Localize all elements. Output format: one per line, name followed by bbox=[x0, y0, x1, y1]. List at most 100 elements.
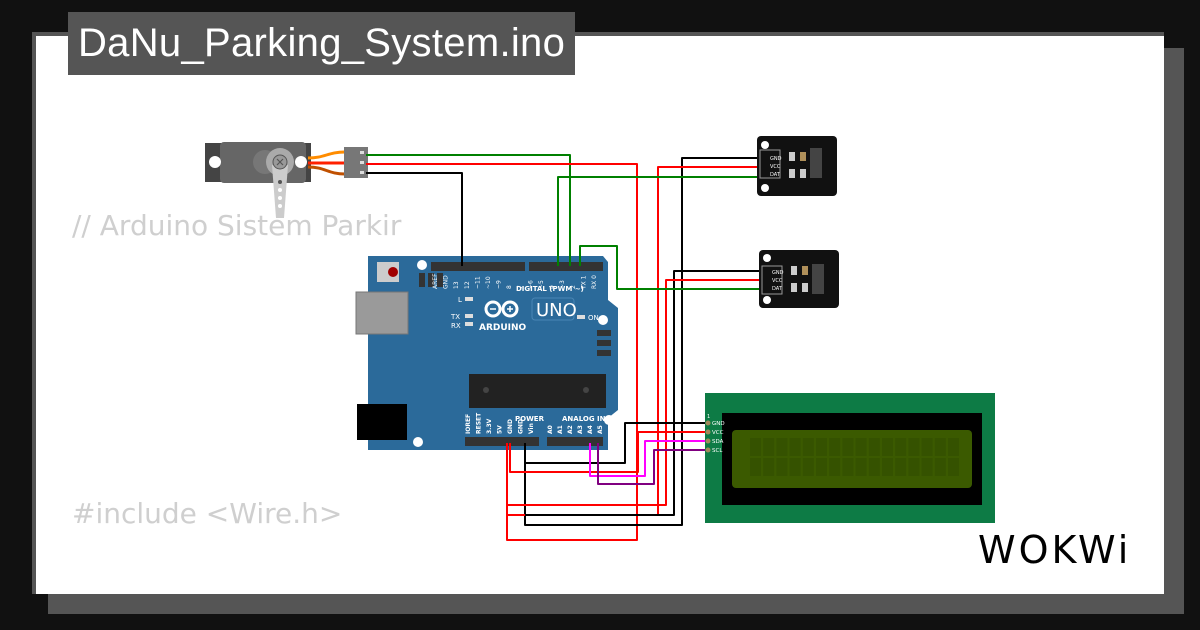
lcd-char-cell bbox=[750, 438, 761, 456]
wire-servo-signal bbox=[366, 154, 571, 266]
digital-header-1 bbox=[431, 262, 525, 271]
lcd-char-cell bbox=[855, 458, 867, 476]
pin-label: A0 bbox=[547, 425, 554, 434]
lcd-char-cell bbox=[776, 458, 788, 476]
wire-servo-gnd bbox=[366, 172, 463, 266]
ir-sensor-2[interactable]: GND VCC DAT bbox=[759, 250, 839, 308]
ir-pin-label: VCC bbox=[770, 164, 781, 170]
lcd-char-cell bbox=[855, 438, 867, 456]
pin-label: ~5 bbox=[538, 280, 545, 289]
ir-pin-label: GND bbox=[772, 270, 784, 276]
led-l-label: L bbox=[458, 296, 462, 304]
pin-label: 5V bbox=[497, 425, 504, 434]
lcd-char-cell bbox=[802, 438, 814, 456]
pin-label: 7 bbox=[517, 285, 524, 289]
wires bbox=[366, 154, 759, 541]
lcd-char-cell bbox=[921, 458, 933, 476]
lcd-char-cell bbox=[948, 458, 959, 476]
wire-ir2-vcc bbox=[507, 279, 759, 506]
pin-label: GND bbox=[443, 275, 450, 289]
pin-label: ~9 bbox=[496, 280, 503, 289]
ir-pin-label: VCC bbox=[772, 278, 783, 284]
wire-lcd-vcc bbox=[509, 431, 705, 473]
power-header bbox=[465, 437, 539, 446]
lcd-char-cell bbox=[895, 458, 907, 476]
pin-label: GND bbox=[518, 419, 525, 434]
lcd-char-cell bbox=[829, 438, 841, 456]
pin-label: ~3 bbox=[559, 280, 566, 289]
pin-label: 13 bbox=[453, 281, 460, 289]
lcd-pin-label: SDA bbox=[712, 439, 724, 445]
lcd-char-cell bbox=[882, 458, 893, 476]
led-tx-label: TX bbox=[450, 313, 460, 321]
on-led-label: ON bbox=[588, 314, 599, 322]
pin-label: IOREF bbox=[465, 414, 472, 434]
digital-header-2 bbox=[529, 262, 603, 271]
wire-lcd-scl bbox=[597, 443, 705, 485]
pin-label: A5 bbox=[597, 425, 604, 434]
lcd-char-cell bbox=[895, 438, 907, 456]
lcd-pin-label: SCL bbox=[712, 448, 723, 454]
ir-pin-label: GND bbox=[770, 156, 782, 162]
pin-label: A1 bbox=[557, 425, 564, 434]
power-jack bbox=[357, 404, 407, 440]
board-brand-label: ARDUINO bbox=[479, 323, 527, 333]
wire-lcd-gnd bbox=[524, 422, 705, 464]
ir-pin-label: DAT bbox=[772, 286, 783, 292]
pin-label: A3 bbox=[577, 425, 584, 434]
wire-lcd-sda bbox=[589, 440, 705, 477]
arduino-uno-board[interactable]: L TX RX ON UNO ARDUINO DIGITAL (PWM ~) P… bbox=[355, 256, 618, 450]
pin-label: 3.3V bbox=[486, 418, 493, 434]
pin-label: A2 bbox=[567, 425, 574, 434]
code-background: // Arduino Sistem Parkir #include <Wire.… bbox=[72, 106, 990, 594]
lcd-char-cell bbox=[934, 438, 946, 456]
lcd-char-cell bbox=[750, 458, 761, 476]
lcd-char-cell bbox=[882, 438, 893, 456]
lcd-char-cell bbox=[868, 438, 880, 456]
ir-pin-label: DAT bbox=[770, 172, 781, 178]
pin-label: GND bbox=[507, 419, 514, 434]
lcd-char-cell bbox=[776, 438, 788, 456]
pin-label: A4 bbox=[587, 425, 594, 434]
servo-motor[interactable] bbox=[205, 142, 368, 218]
lcd-char-cell bbox=[829, 458, 841, 476]
lcd-char-cell bbox=[934, 458, 946, 476]
lcd-char-cell bbox=[763, 438, 775, 456]
lcd-char-cell bbox=[842, 458, 854, 476]
pin-label: 12 bbox=[464, 281, 471, 289]
pin-label: ~10 bbox=[485, 276, 492, 289]
pin-label: TX 1 bbox=[580, 275, 587, 290]
power-label: POWER bbox=[515, 415, 545, 423]
analog-header bbox=[547, 437, 603, 446]
pin-label: AREF bbox=[432, 273, 439, 289]
pin-label: 2 bbox=[570, 285, 577, 289]
code-line: // Arduino Sistem Parkir bbox=[72, 209, 402, 242]
led-rx-label: RX bbox=[451, 322, 461, 330]
lcd-char-cell bbox=[816, 458, 827, 476]
lcd-char-cell bbox=[921, 438, 933, 456]
wire-ir2-gnd bbox=[525, 270, 759, 516]
code-line: #include <Wire.h> bbox=[72, 497, 343, 530]
analog-in-label: ANALOG IN bbox=[562, 415, 606, 423]
usb-port bbox=[355, 291, 409, 335]
board-model-label: UNO bbox=[536, 300, 577, 321]
lcd-char-cell bbox=[908, 438, 920, 456]
lcd-pin-index: 1 bbox=[707, 414, 710, 420]
microcontroller-chip bbox=[469, 374, 606, 408]
lcd-char-cell bbox=[789, 458, 801, 476]
lcd-1602-i2c[interactable]: 1 GND VCC SDA SCL bbox=[705, 393, 995, 523]
lcd-char-cell bbox=[816, 438, 827, 456]
wire-ir2-dat bbox=[579, 245, 759, 290]
pin-label: ~6 bbox=[527, 280, 534, 289]
pin-label: 4 bbox=[549, 285, 556, 289]
pin-label: RESET bbox=[476, 412, 483, 434]
digital-header-label: DIGITAL (PWM ~) bbox=[516, 285, 584, 293]
reset-button[interactable] bbox=[388, 267, 398, 277]
lcd-char-cell bbox=[948, 438, 959, 456]
wokwi-logo: WOKWi bbox=[978, 528, 1132, 572]
pin-label: ~11 bbox=[474, 276, 481, 289]
lcd-char-cell bbox=[908, 458, 920, 476]
ir-sensor-1[interactable]: GND VCC DAT bbox=[757, 136, 837, 196]
project-file-title: DaNu_Parking_System.ino bbox=[68, 12, 576, 75]
